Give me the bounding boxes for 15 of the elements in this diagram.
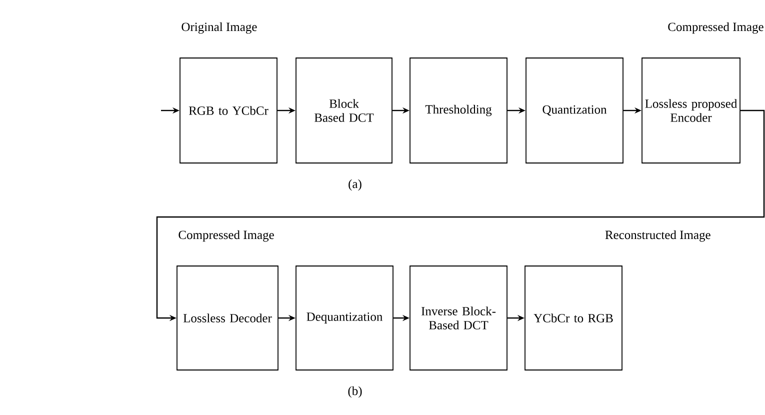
- process-box: Thresholding: [410, 58, 508, 164]
- process-box: YCbCr to RGB: [524, 266, 622, 370]
- process-box: Dequantization: [296, 266, 394, 370]
- process-box: Block Based DCT: [296, 58, 392, 164]
- process-box: Inverse Block- Based DCT: [410, 266, 508, 370]
- process-box: Quantization: [526, 58, 624, 164]
- image-label: Original Image: [182, 22, 257, 34]
- process-box: Lossless Decoder: [176, 266, 278, 370]
- panel-label: (b): [348, 386, 362, 398]
- image-label: Reconstructed Image: [605, 230, 710, 242]
- panel-label: (a): [348, 179, 362, 191]
- image-label: Compressed Image: [668, 22, 764, 34]
- process-box: Lossless proposed Encoder: [642, 58, 740, 164]
- image-label: Compressed Image: [178, 230, 274, 242]
- process-box: RGB to YCbCr: [180, 58, 278, 164]
